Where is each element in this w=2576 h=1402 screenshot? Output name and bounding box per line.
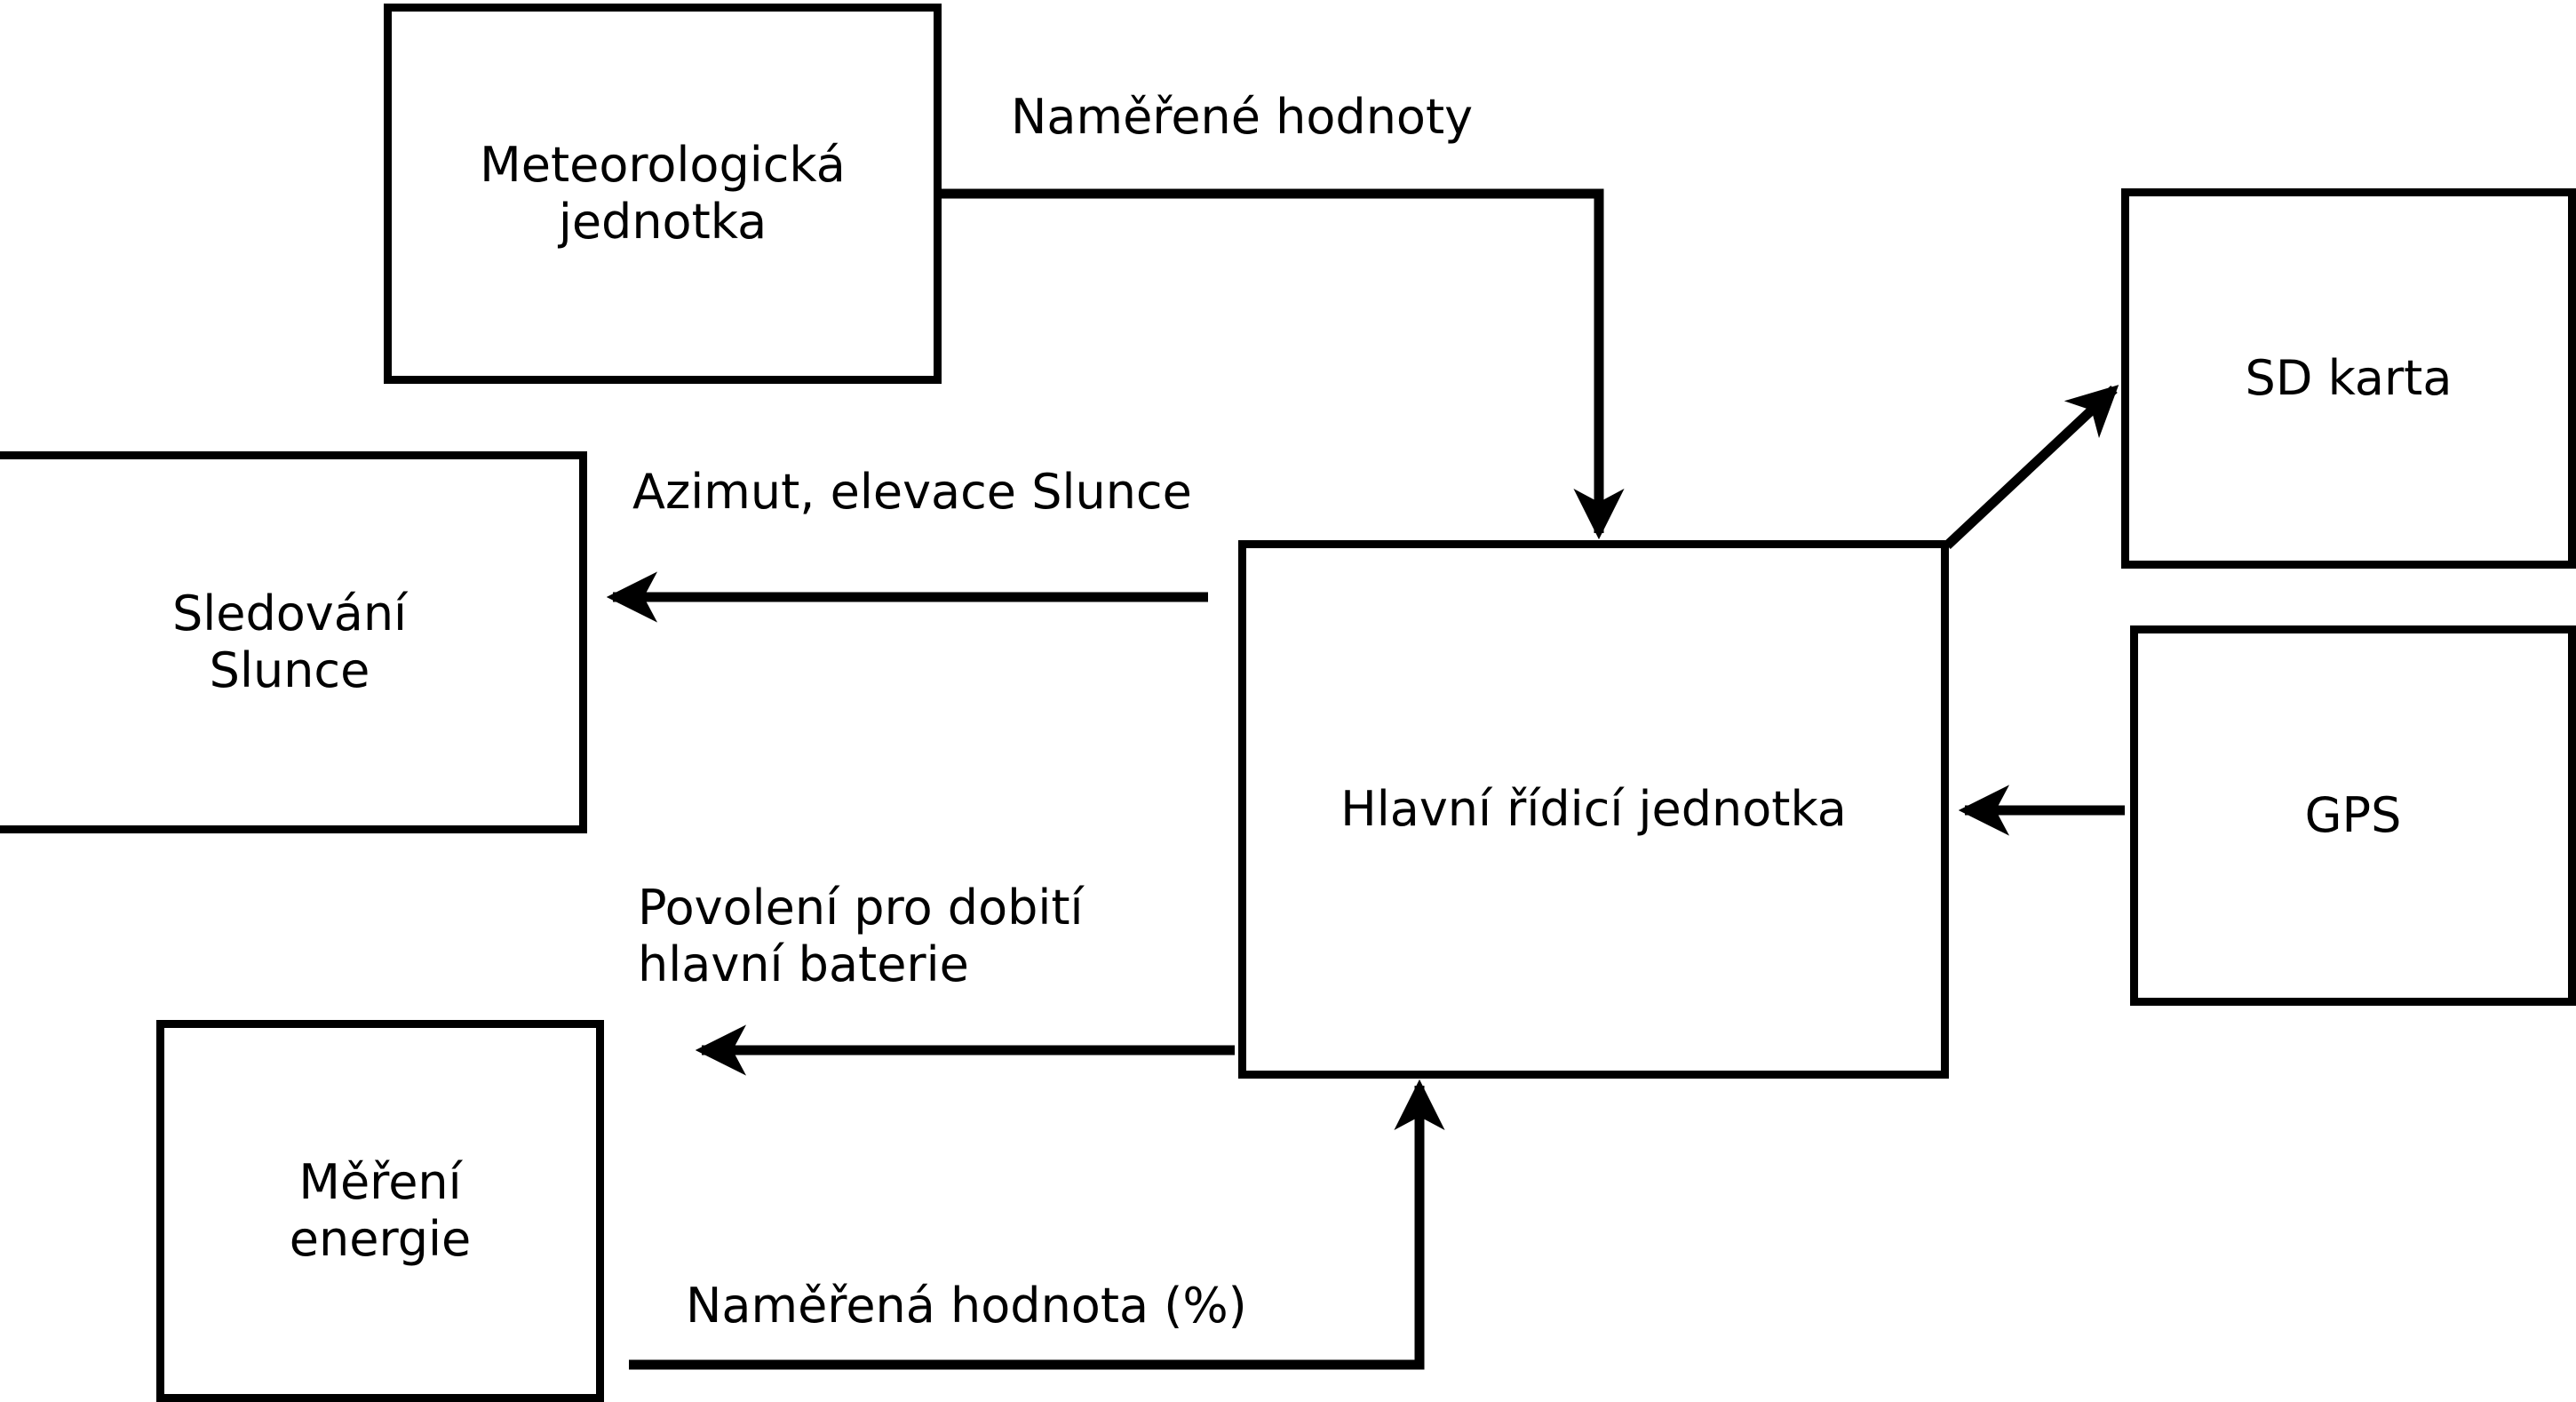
edge-label-povoleni-pro-dobiti-hlavni-baterie: Povolení pro dobití hlavní baterie: [638, 880, 1084, 992]
edge-label-namerene-hodnoty: Naměřené hodnoty: [1011, 89, 1474, 145]
connector-energy-to-main: [629, 1079, 1445, 1370]
edge-label-namerena-hodnota-procenta: Naměřená hodnota (%): [686, 1278, 1247, 1334]
connector-meteo-to-main: [917, 188, 1625, 540]
node-label: SD karta: [2245, 350, 2453, 407]
node-sd-karta[interactable]: SD karta: [2121, 188, 2576, 569]
node-label: Měření energie: [289, 1154, 472, 1267]
connector-main-to-sdcard: [1944, 385, 2119, 550]
node-gps[interactable]: GPS: [2130, 625, 2576, 1006]
node-label: Sledování Slunce: [171, 585, 408, 698]
node-meteorologicka-jednotka[interactable]: Meteorologická jednotka: [384, 4, 942, 384]
node-mereni-energie[interactable]: Měření energie: [156, 1020, 604, 1402]
edge-label-azimut-elevace-slunce: Azimut, elevace Slunce: [632, 464, 1192, 520]
node-label: GPS: [2304, 787, 2402, 844]
node-hlavni-ridici-jednotka[interactable]: Hlavní řídicí jednotka: [1238, 540, 1949, 1079]
node-label: Meteorologická jednotka: [480, 137, 846, 250]
node-label: Hlavní řídicí jednotka: [1340, 781, 1847, 838]
node-sledovani-slunce[interactable]: Sledování Slunce: [0, 451, 587, 833]
